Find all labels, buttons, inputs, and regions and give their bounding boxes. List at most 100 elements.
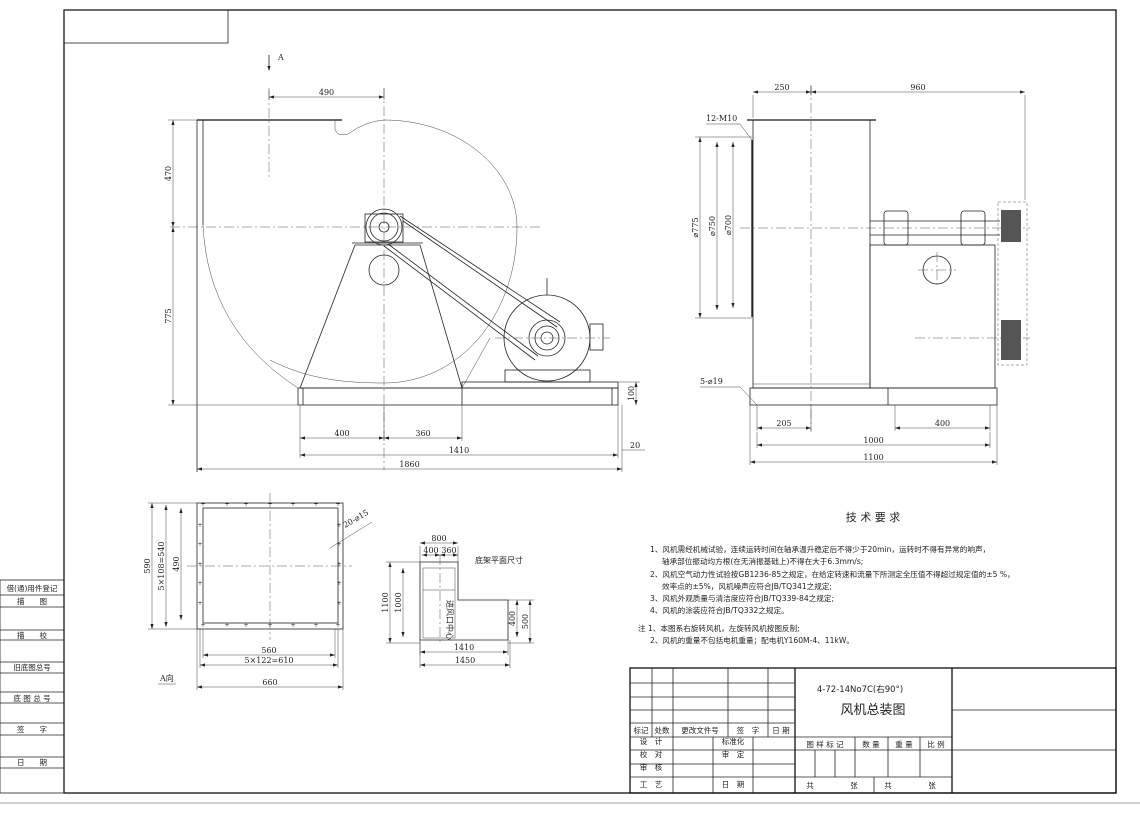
sheet-count-label: 张: [850, 781, 858, 790]
registration-label: 描 图: [17, 596, 47, 606]
svg-text:+: +: [224, 622, 229, 629]
dimension-label: 5-⌀19: [700, 377, 723, 386]
dimension-label: 250: [774, 83, 789, 92]
svg-text:+: +: [336, 580, 341, 587]
model-number: 4-72-14No7C(右90°): [817, 684, 903, 695]
header-cell: 签 字: [737, 725, 760, 735]
svg-text:+: +: [336, 522, 341, 529]
svg-text:+: +: [313, 622, 318, 629]
dimension-label: 400: [334, 429, 349, 438]
requirement-line: 效率点的±5%，风机噪声应符合JB/TQ341之规定;: [662, 581, 832, 591]
drawing-name: 风机总装图: [840, 703, 905, 718]
dimension-label: 100: [627, 386, 636, 401]
dimension-label: 400: [423, 546, 438, 555]
registration-label: 底 图 总 号: [13, 693, 50, 703]
svg-text:+: +: [197, 522, 202, 529]
dimension-label: 400: [935, 419, 950, 428]
technical-requirements: 技 术 要 求 1、风机需经机械试验，连续运转时间在轴承温升稳定后不得少于20m…: [638, 511, 1015, 645]
svg-text:+: +: [336, 561, 341, 568]
registration-label: 日 期: [17, 758, 47, 767]
dimension-label: 底架平面尺寸: [475, 555, 523, 565]
dimension-label: 470: [164, 166, 173, 181]
dimension-label: 490: [172, 556, 181, 571]
drawing-frame: [0, 9, 1140, 804]
top-left-code-box: [63, 9, 229, 44]
sheet-count-label: 张: [928, 781, 936, 790]
svg-text:+: +: [197, 600, 202, 607]
dimension-label: 5×108=540: [157, 541, 166, 590]
dimension-label: 775: [164, 308, 173, 323]
role-label: 标准化: [722, 736, 745, 746]
title-block: 4-72-14No7C(右90°) 风机总装图 标记处数更改文件号签 字日 期设…: [629, 667, 1117, 794]
dimension-label: 1860: [399, 460, 419, 469]
sheet-count-label: 共: [806, 781, 814, 790]
header-cell: 处数: [655, 725, 670, 735]
dimension-label: 20-⌀15: [342, 508, 371, 530]
requirements-title: 技 术 要 求: [846, 511, 901, 524]
dimension-label: 1100: [863, 453, 883, 462]
note-line: 2、风机的重量不包括电机重量；配电机Y160M-4、11kW。: [650, 635, 854, 645]
role-label: 工 艺: [640, 780, 663, 789]
base-plan-view: [419, 555, 509, 645]
svg-text:+: +: [336, 541, 341, 548]
requirement-line: 4、风机的涂装应符合JB/TQ332之规定。: [650, 605, 789, 615]
role-label: 设 计: [640, 736, 663, 746]
dimension-label: 1100: [381, 592, 390, 612]
dimension-label: 960: [910, 83, 925, 92]
dimension-label: 1000: [394, 592, 403, 612]
dimension-label: 进风口中心: [445, 600, 455, 640]
dimension-label: A向: [159, 673, 174, 683]
role-label: 审 核: [640, 762, 663, 772]
svg-text:+: +: [224, 501, 229, 508]
svg-text:+: +: [200, 622, 205, 629]
dimension-label: 660: [262, 678, 277, 687]
dimension-label: ⌀700: [724, 215, 733, 235]
dimension-label: 1000: [863, 436, 883, 445]
dimension-label: 590: [143, 558, 152, 573]
attribute-label: 重 量: [895, 740, 913, 749]
role-label: 日 期: [722, 780, 745, 789]
registration-label: 描 校: [17, 630, 47, 640]
requirement-line: 轴承部位振动均方根(在无消振基础上)不得在大于6.3mm/s;: [662, 556, 863, 566]
svg-text:+: +: [290, 501, 295, 508]
svg-text:+: +: [197, 561, 202, 568]
requirement-line: 3、风机外观质量与清洁度应符合JB/TQ339-84之规定;: [650, 593, 834, 603]
attribute-label: 图 样 标 记: [806, 739, 844, 749]
svg-text:+: +: [197, 580, 202, 587]
dimension-label: 1450: [455, 656, 475, 665]
registration-label: 借(通)用件登记: [7, 583, 58, 593]
header-cell: 更改文件号: [681, 725, 719, 735]
registration-label: 签 字: [17, 724, 47, 734]
requirement-line: 2、风机空气动力性试验按GB1236-85之规定，在给定转速和流量下所测定全压值…: [650, 569, 1015, 579]
dimension-label: 490: [319, 88, 334, 97]
header-cell: 标记: [634, 725, 649, 735]
header-cell: 日 期: [772, 726, 789, 735]
dimension-label: 560: [261, 646, 276, 655]
svg-text:+: +: [200, 501, 205, 508]
dimension-label: A: [277, 53, 284, 62]
sheet-count-label: 共: [884, 781, 892, 790]
dimension-label: 360: [415, 429, 430, 438]
view-a-flange: [187, 493, 352, 640]
attribute-label: 比 例: [927, 739, 944, 749]
dimension-label: 5×122=610: [244, 656, 293, 665]
svg-text:+: +: [335, 622, 340, 629]
dimension-label: ⌀750: [708, 216, 717, 236]
dimension-label: 20: [630, 441, 640, 450]
role-label: 审 定: [722, 749, 745, 759]
role-label: 校 对: [640, 749, 663, 759]
attribute-label: 数 量: [862, 739, 880, 749]
svg-text:+: +: [267, 622, 272, 629]
registration-label: 旧底图总号: [13, 662, 51, 672]
svg-text:+: +: [243, 622, 248, 629]
dimension-label: 400: [508, 611, 517, 626]
dimension-label: 360: [441, 546, 456, 555]
svg-text:+: +: [290, 622, 295, 629]
svg-text:+: +: [336, 600, 341, 607]
requirement-line: 1、风机需经机械试验，连续运转时间在轴承温升稳定后不得少于20min，运转时不得…: [650, 544, 990, 554]
svg-text:+: +: [243, 501, 248, 508]
dimension-label: 1410: [449, 446, 469, 455]
